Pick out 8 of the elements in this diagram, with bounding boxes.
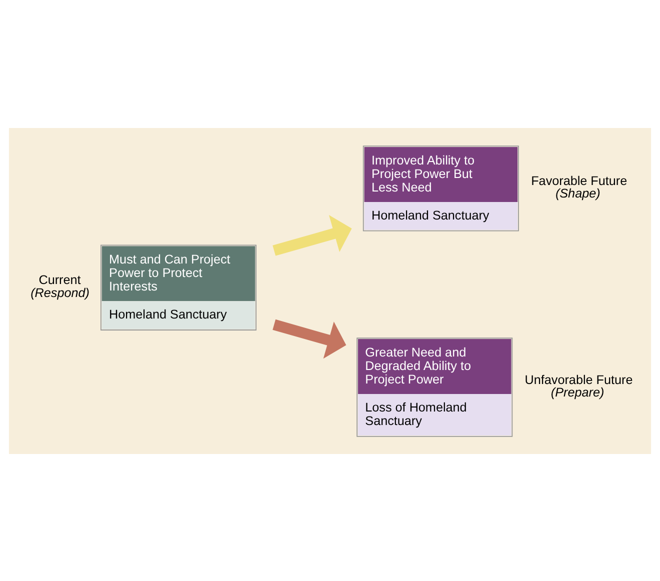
node-label: Current [38,272,81,287]
arrow [272,214,352,256]
arrow [272,318,346,358]
node-label: Favorable Future [531,173,628,188]
node-label: Unfavorable Future [524,372,633,386]
node-label: (Prepare) [550,384,604,399]
node-label: (Shape) [555,186,600,200]
node-label: (Respond) [30,285,90,300]
